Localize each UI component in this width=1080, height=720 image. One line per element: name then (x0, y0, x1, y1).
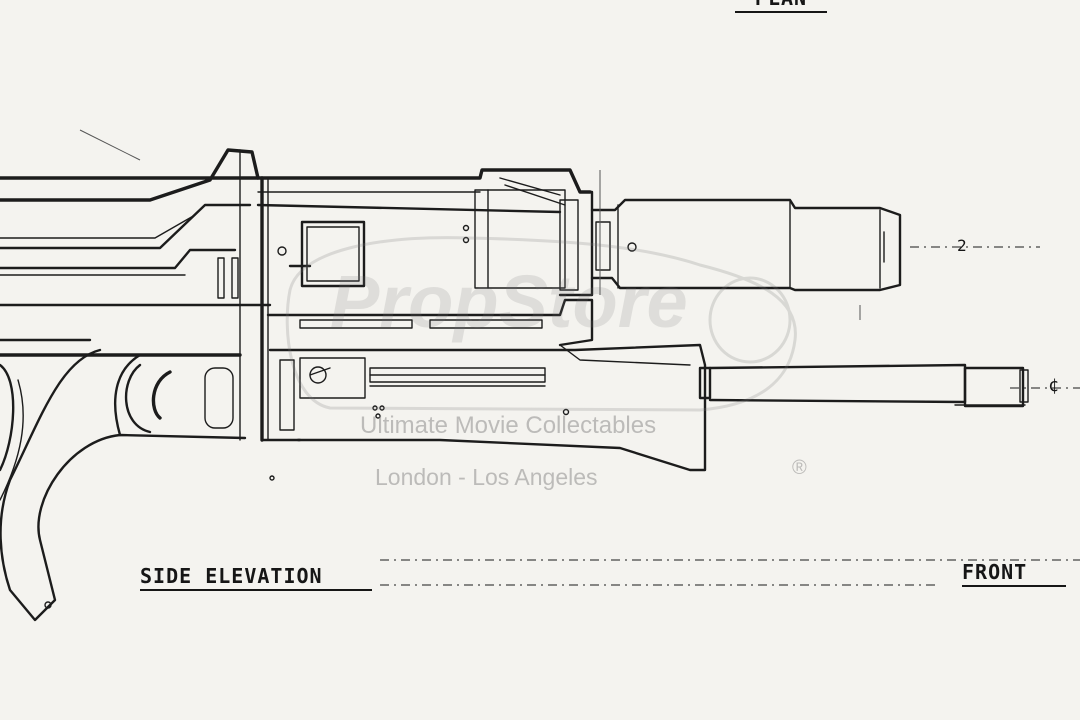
upper-receiver (256, 168, 594, 442)
lower-barrel (698, 363, 1029, 408)
watermark-registered: ® (792, 457, 807, 479)
side-elevation-label: SIDE ELEVATION (140, 566, 372, 591)
upper-barrel-tube (590, 198, 902, 292)
centerline-mark-upper: 2 (957, 236, 968, 255)
pistol-grip-and-trigger (0, 338, 275, 622)
watermark-tagline: Ultimate Movie Collectables (360, 412, 657, 439)
centerlines (79, 129, 1080, 586)
lower-receiver (260, 298, 707, 472)
centerline-mark-lower: ¢ (1048, 375, 1060, 396)
plan-label: PLAN (735, 0, 827, 13)
watermark-locations: London - Los Angeles (375, 464, 598, 490)
front-label: FRONT (962, 562, 1066, 587)
watermark-logo-text: PropStore (330, 260, 688, 343)
